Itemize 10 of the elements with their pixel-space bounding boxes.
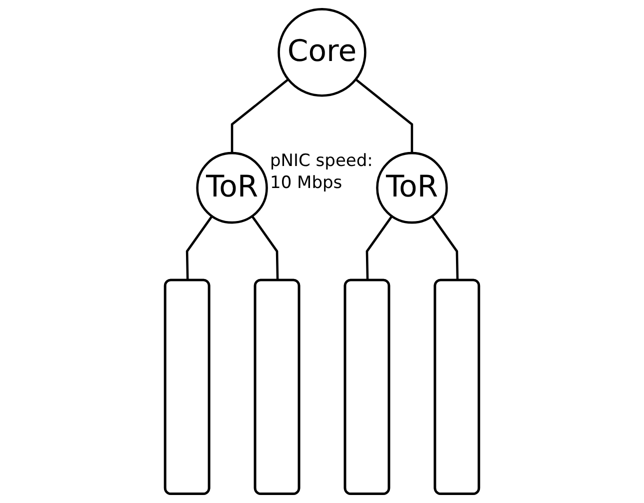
connector	[355, 78, 414, 154]
node-circle: Core	[278, 8, 366, 97]
connector	[431, 215, 459, 281]
connector	[251, 215, 279, 281]
connector	[366, 215, 393, 281]
connector	[230, 78, 289, 154]
node-circle: ToR	[376, 152, 448, 224]
note-text: pNIC speed: 10 Mbps	[270, 150, 374, 194]
node-circle: ToR	[196, 152, 268, 224]
connector	[186, 215, 213, 281]
